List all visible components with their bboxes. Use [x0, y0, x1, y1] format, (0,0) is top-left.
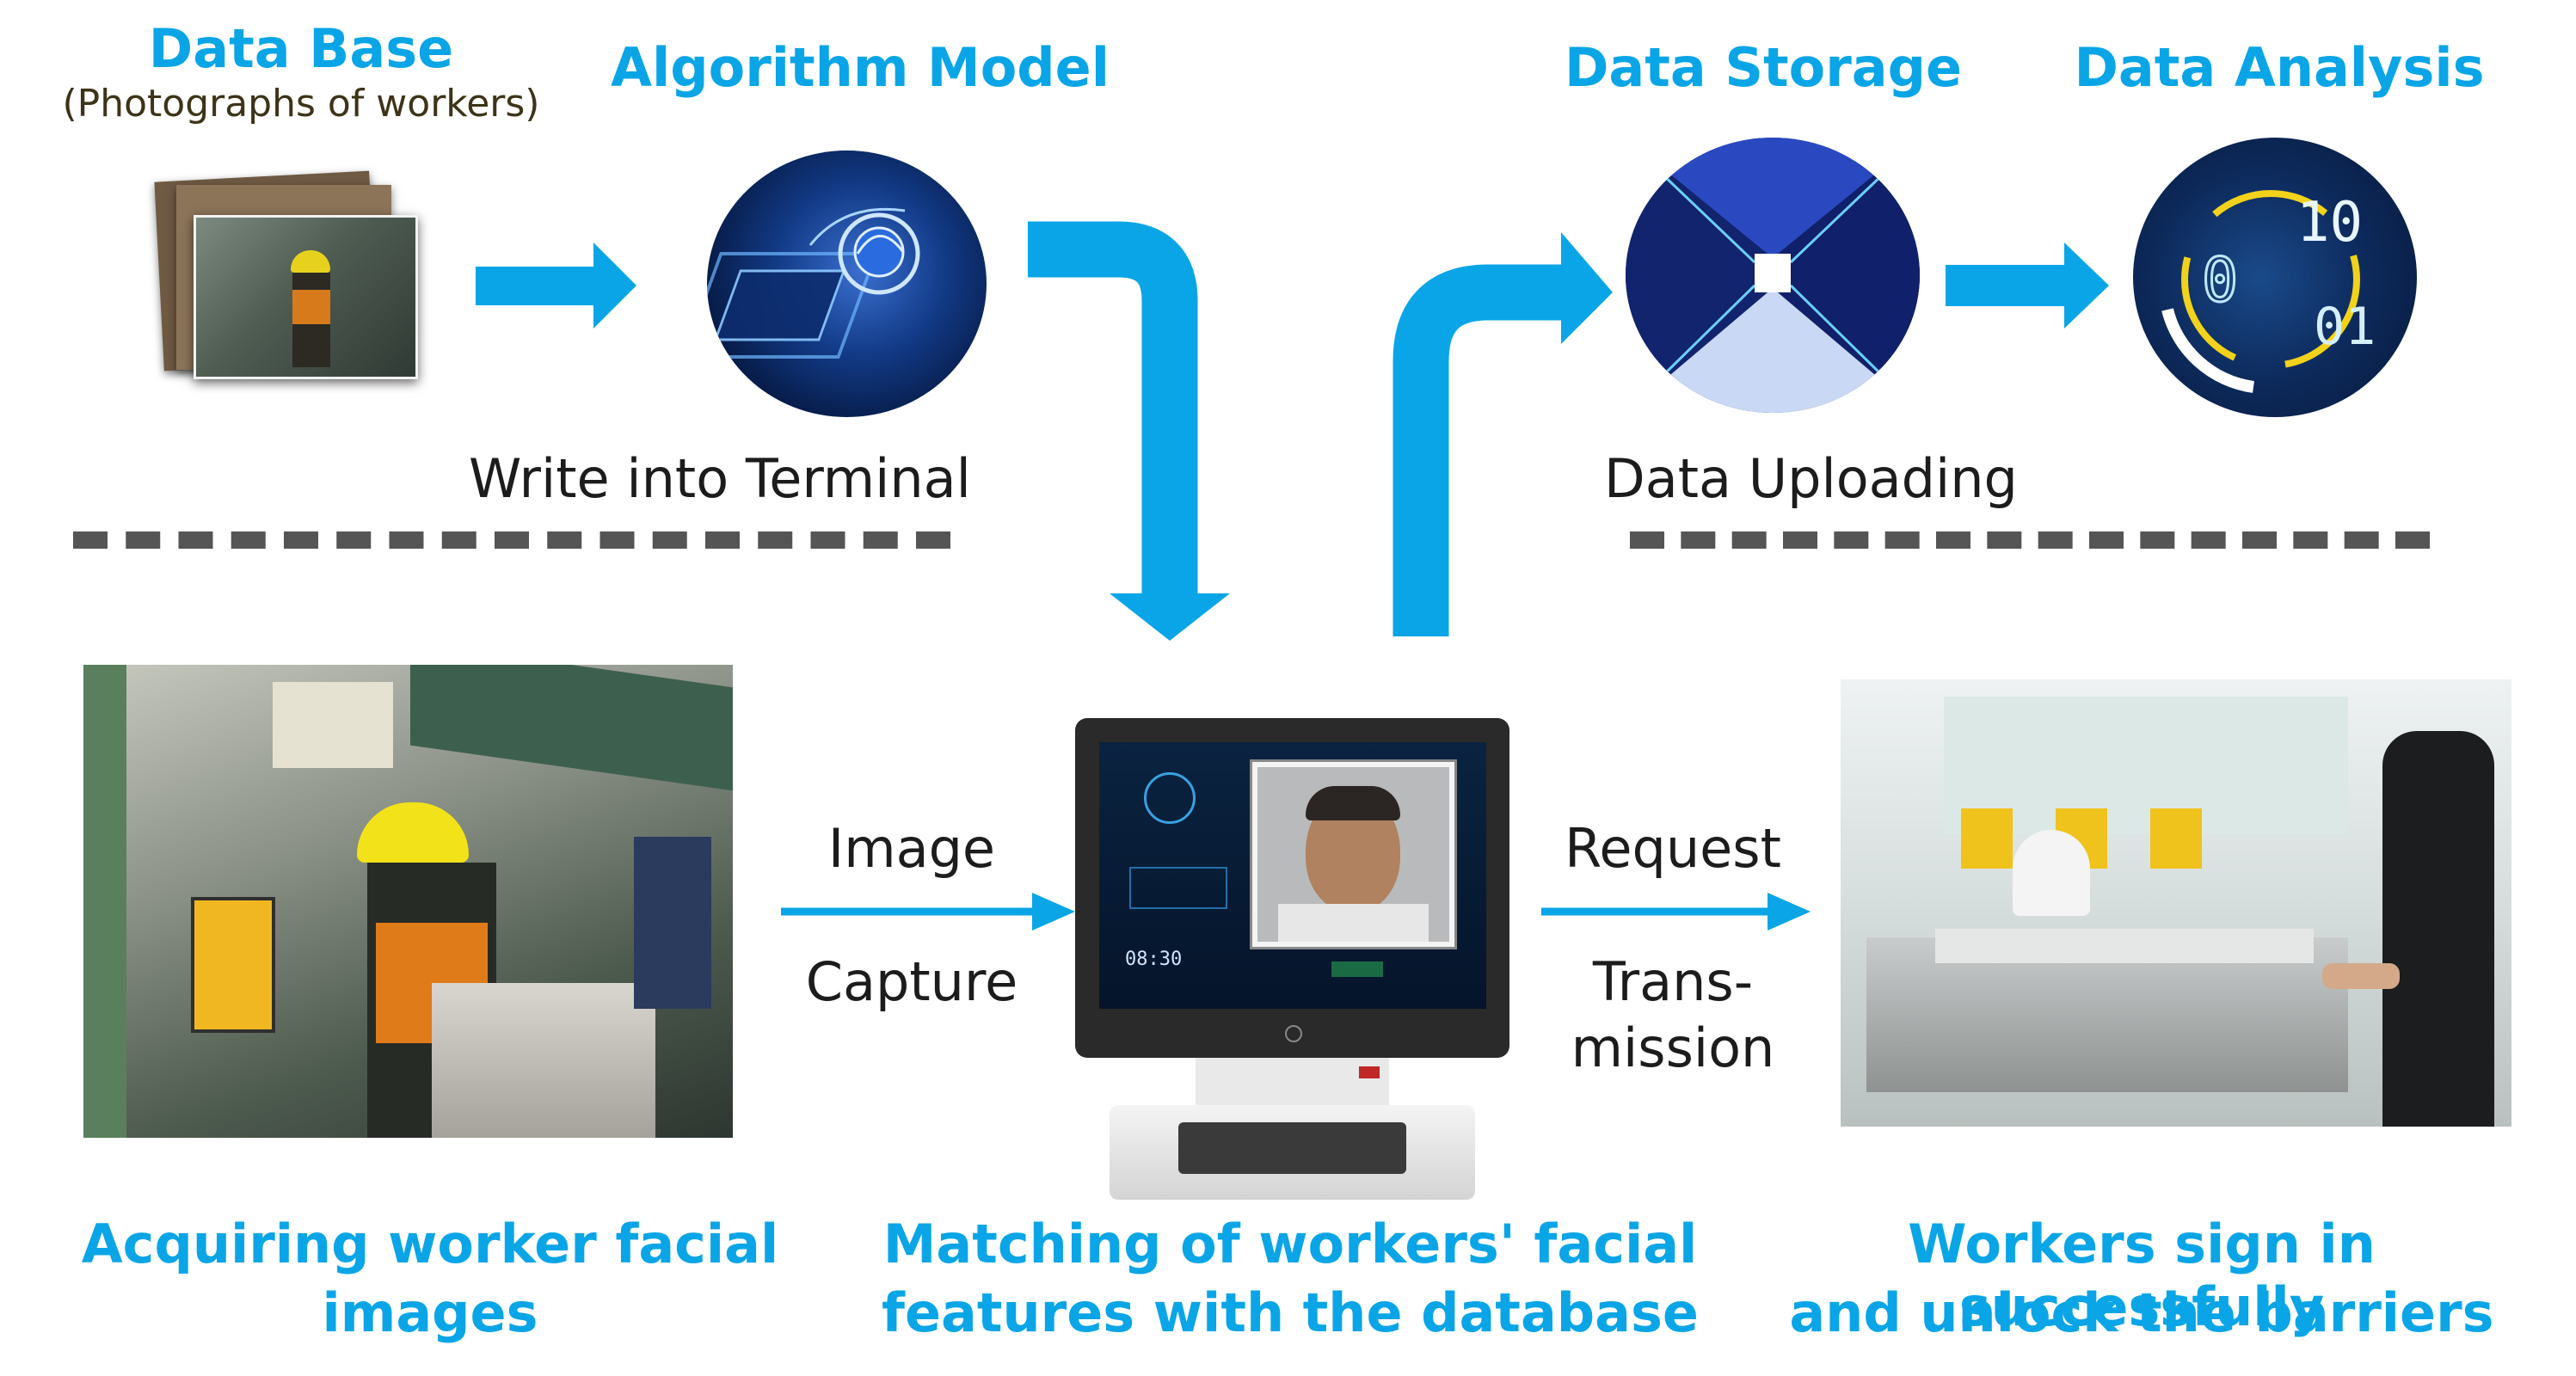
person-arm: [2322, 963, 2400, 989]
face-reader-device: [191, 897, 275, 1033]
arrow-capture: [781, 893, 1075, 931]
server-corridor-icon: [1626, 138, 1920, 413]
turnstile-top: [1935, 929, 2314, 963]
data-storage-image: [1626, 138, 1920, 413]
person-at-gate: [2382, 731, 2494, 1127]
face-shirt: [1278, 904, 1429, 942]
image-label: Image: [827, 817, 996, 880]
database-photo-stack: [154, 168, 430, 383]
face-photo-frame: [1250, 759, 1457, 949]
write-into-terminal-label: Write into Terminal: [469, 447, 971, 510]
data-uploading-label: Data Uploading: [1604, 447, 2018, 510]
bystander: [634, 837, 711, 1009]
transmission-label-1: Trans-: [1592, 950, 1754, 1013]
yellow-chairs: [1961, 808, 2236, 869]
dashed-divider-left: [73, 531, 950, 549]
dashed-divider-right: [1630, 531, 2430, 549]
data-analysis-image: 0 10 01: [2133, 138, 2417, 417]
arrow-database-to-algorithm: [476, 243, 636, 329]
binary-digits-icon: 0 10 01: [2161, 190, 2376, 393]
database-title: Data Base: [148, 17, 454, 80]
card-reader-pad: [1178, 1122, 1406, 1174]
terminal-red-light: [1359, 1066, 1380, 1078]
status-message-box: [1129, 867, 1227, 909]
chip-brain-icon: [707, 207, 920, 359]
caption-signin-line2: and unlock the barriers: [1789, 1281, 2494, 1344]
worker-capture-photo: [83, 665, 733, 1138]
camera-dot-icon: [1285, 1025, 1302, 1042]
terminal-time: 08:30: [1125, 949, 1183, 970]
algorithm-model-image: [707, 150, 987, 417]
capture-label: Capture: [805, 950, 1018, 1013]
request-label: Request: [1565, 817, 1781, 880]
database-photo-front: [194, 215, 418, 379]
face-recognition-terminal: 08:30: [1075, 718, 1509, 1200]
storage-title: Data Storage: [1564, 36, 1963, 99]
round-table: [2013, 830, 2090, 916]
algorithm-title: Algorithm Model: [611, 36, 1110, 99]
recognize-status-bar: [1331, 961, 1383, 977]
worker-vest-icon: [292, 290, 330, 324]
shelter-roof: [410, 665, 733, 791]
terminal-screen: 08:30: [1099, 742, 1486, 1009]
terminal-screen-frame: 08:30: [1075, 718, 1509, 1058]
arrow-terminal-to-storage: [1393, 232, 1613, 636]
database-subtitle: (Photographs of workers): [62, 82, 540, 126]
face-hair: [1306, 786, 1400, 820]
pillar: [83, 665, 126, 1138]
notice-board: [273, 682, 393, 768]
caption-match-line1: Matching of workers' facial: [882, 1213, 1698, 1275]
arrow-algorithm-to-terminal: [1028, 221, 1230, 641]
arrow-request: [1541, 893, 1811, 931]
caption-acquire-line1: Acquiring worker facial: [81, 1213, 779, 1275]
digit-ten: 10: [2296, 191, 2363, 255]
caption-acquire-line2: images: [322, 1281, 538, 1344]
caption-signin-line1: Workers sign in successfully: [1908, 1213, 2376, 1338]
caption-match-line2: features with the database: [882, 1281, 1699, 1344]
terminal-neck: [1196, 1058, 1389, 1109]
arrow-storage-to-analysis: [1946, 243, 2109, 329]
digit-zero-one: 01: [2314, 297, 2376, 357]
turnstile-photo: [1841, 679, 2511, 1127]
analysis-title: Data Analysis: [2074, 36, 2485, 99]
turnstile-gate: [432, 983, 655, 1138]
turnstile-barrier: [1866, 937, 2348, 1092]
user-avatar-icon: [1144, 772, 1196, 824]
digit-zero: 0: [2202, 245, 2238, 316]
helmet-icon: [357, 802, 469, 863]
terminal-base: [1110, 1105, 1475, 1200]
transmission-label-2: mission: [1571, 1017, 1775, 1079]
